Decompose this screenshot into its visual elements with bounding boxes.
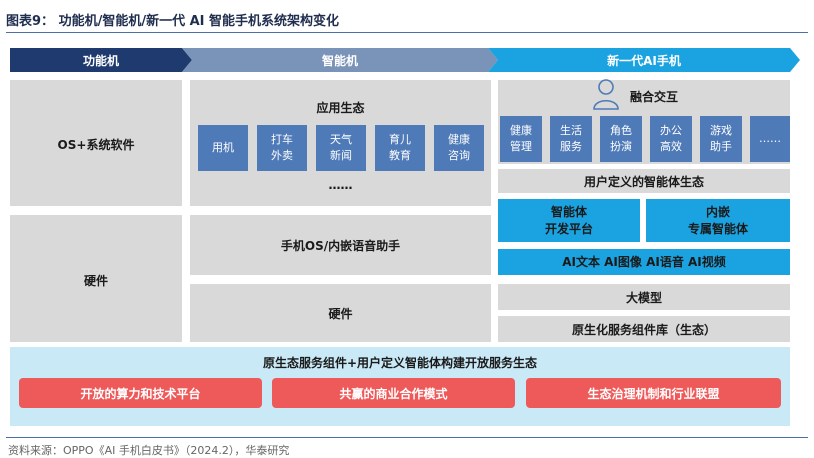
embedded-agent-box: 内嵌 专属智能体 bbox=[646, 199, 790, 242]
agent-ecosystem-band: 用户定义的智能体生态 bbox=[498, 169, 790, 193]
pillar-compute-platform: 开放的算力和技术平台 bbox=[19, 378, 262, 408]
smart-phone-hardware-band: 硬件 bbox=[190, 284, 491, 342]
app-ecosystem-title: 应用生态 bbox=[316, 101, 365, 115]
pillar-business-model: 共赢的商业合作模式 bbox=[272, 378, 515, 408]
ai-app-tile: 游戏 助手 bbox=[700, 116, 742, 162]
app-tile: 用机 bbox=[198, 125, 248, 171]
ai-capabilities-band: AI文本 AI图像 AI语音 AI视频 bbox=[498, 249, 790, 275]
native-components-band: 原生化服务组件库（生态） bbox=[498, 316, 790, 342]
feature-phone-hardware-label: 硬件 bbox=[83, 274, 108, 288]
ai-app-tile: 健康 管理 bbox=[500, 116, 542, 162]
feature-phone-software-label: OS+系统软件 bbox=[57, 138, 135, 152]
source-note: 资料来源：OPPO《AI 手机白皮书》（2024.2），华泰研究 bbox=[8, 444, 290, 457]
user-icon bbox=[593, 79, 619, 110]
ai-app-tile: 办公 高效 bbox=[650, 116, 692, 162]
feature-phone-software-block bbox=[10, 80, 182, 206]
interaction-label: 融合交互 bbox=[630, 90, 679, 104]
header-smart-phone: 智能机 bbox=[182, 48, 498, 72]
phone-os-band: 手机OS/内嵌语音助手 bbox=[190, 215, 491, 275]
title-divider bbox=[6, 32, 808, 33]
header-ai-phone: 新一代AI手机 bbox=[488, 48, 800, 72]
app-tile: 育儿 教育 bbox=[375, 125, 425, 171]
app-tile: 天气 新闻 bbox=[316, 125, 366, 171]
app-tile: 健康 咨询 bbox=[434, 125, 484, 171]
ai-app-tile: …… bbox=[750, 116, 790, 162]
app-tile: 打车 外卖 bbox=[257, 125, 307, 171]
figure-title: 图表9： 功能机/智能机/新一代 AI 智能手机系统架构变化 bbox=[6, 14, 340, 29]
pillar-governance: 生态治理机制和行业联盟 bbox=[526, 378, 781, 408]
agent-platform-box: 智能体 开发平台 bbox=[498, 199, 640, 242]
feature-phone-hardware-block bbox=[10, 215, 182, 342]
ai-app-tile: 角色 扮演 bbox=[600, 116, 642, 162]
ai-app-tile: 生活 服务 bbox=[550, 116, 592, 162]
header-feature-phone: 功能机 bbox=[10, 48, 192, 72]
app-ecosystem-more: …… bbox=[328, 178, 353, 192]
footer-divider bbox=[6, 437, 808, 438]
large-model-band: 大模型 bbox=[498, 284, 790, 310]
open-ecosystem-title: 原生态服务组件+用户定义智能体构建开放服务生态 bbox=[262, 356, 538, 370]
